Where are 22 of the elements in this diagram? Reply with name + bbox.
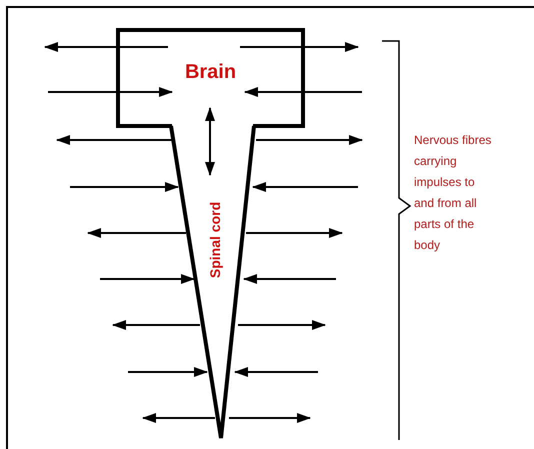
arrow [229,413,311,423]
arrow [256,135,363,145]
arrow [112,320,200,330]
arrow [44,42,168,52]
arrow [56,135,172,145]
arrow [100,274,195,284]
arrow [246,228,343,238]
arrow [240,42,359,52]
arrow [234,367,318,377]
arrow [48,87,173,97]
arrow [243,274,336,284]
arrow [238,320,326,330]
note-text: Nervous fibres carrying impulses to and from all parts of the body [414,132,492,254]
arrow [205,107,215,176]
part-label: Spinal cord [207,202,223,278]
part-label: Brain [184,61,238,84]
arrow [142,413,215,423]
arrow [70,182,179,192]
arrow [128,367,208,377]
arrow [244,87,362,97]
arrow [252,182,358,192]
arrow [87,228,186,238]
